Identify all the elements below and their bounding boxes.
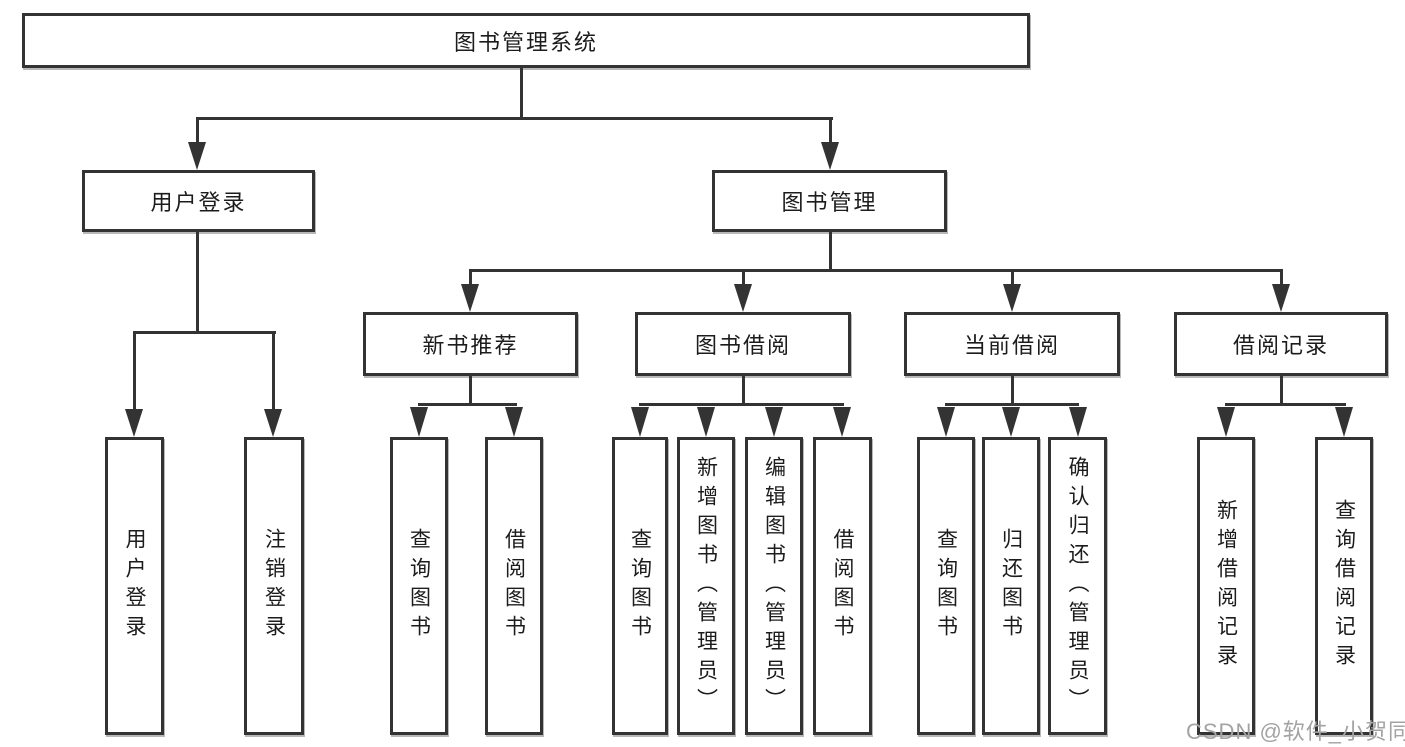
connector-bookmgmt-rail — [469, 269, 1283, 272]
node-leaf-query-books-recommend: 查询图书 — [390, 437, 448, 735]
arrow-down — [125, 409, 143, 437]
node-label: 借阅图书 — [831, 528, 855, 644]
arrow-down — [1217, 407, 1235, 437]
connector-bookmgmt-stem — [829, 231, 832, 272]
node-borrowing-records: 借阅记录 — [1174, 312, 1388, 376]
arrow-down — [264, 409, 282, 437]
arrow-down — [410, 407, 428, 437]
connector-newbook-rail — [418, 403, 517, 406]
connector-drop-borrow-records — [1280, 269, 1283, 287]
node-leaf-add-books-admin: 新增图书（管理员） — [677, 437, 735, 735]
node-label: 查询图书 — [407, 528, 431, 644]
node-label: 查询图书 — [628, 528, 652, 644]
node-leaf-user-login: 用户登录 — [105, 437, 164, 735]
node-label: 确认归还（管理员） — [1066, 455, 1090, 717]
node-book-management: 图书管理 — [712, 170, 947, 232]
arrow-down — [1002, 407, 1020, 437]
node-label: 用户登录 — [123, 528, 147, 644]
arrow-down — [188, 142, 206, 170]
node-label: 新增借阅记录 — [1214, 499, 1238, 673]
connector-drop-book-mgmt — [829, 117, 832, 147]
connector-drop-book-borrow — [742, 269, 745, 287]
node-leaf-return-books: 归还图书 — [982, 437, 1040, 735]
node-label: 图书借阅 — [694, 333, 791, 358]
arrow-down — [1069, 407, 1087, 437]
arrow-down — [833, 407, 851, 437]
connector-userlogin-rail — [133, 331, 276, 334]
node-leaf-borrow-books-recommend: 借阅图书 — [485, 437, 543, 735]
connector-newbook-stem — [469, 376, 472, 406]
node-label: 新增图书（管理员） — [694, 455, 718, 717]
node-label: 新书推荐 — [422, 333, 519, 358]
arrow-down — [821, 142, 839, 170]
connector-userlogin-stem — [196, 231, 199, 334]
arrow-down — [461, 284, 479, 312]
arrow-down — [631, 407, 649, 437]
arrow-down — [937, 407, 955, 437]
connector-drop-user-login — [196, 117, 199, 147]
node-leaf-query-books-current: 查询图书 — [917, 437, 975, 735]
arrow-down — [505, 407, 523, 437]
node-leaf-query-borrow-record: 查询借阅记录 — [1315, 437, 1373, 735]
node-user-login: 用户登录 — [82, 170, 315, 232]
node-library-management-system: 图书管理系统 — [22, 13, 1030, 68]
connector-drop-new-book — [469, 269, 472, 287]
connector-drop-current-borrow — [1011, 269, 1014, 287]
connector-currentborrow-rail — [945, 403, 1079, 406]
node-label: 归还图书 — [999, 528, 1023, 644]
arrow-down — [734, 284, 752, 312]
connector-drop-leaf-logout — [272, 331, 275, 413]
arrow-down — [697, 407, 715, 437]
connector-bookborrow-stem — [742, 376, 745, 406]
arrow-down — [765, 407, 783, 437]
node-book-borrowing: 图书借阅 — [635, 312, 851, 376]
node-leaf-logout: 注销登录 — [244, 437, 304, 735]
connector-bookborrow-rail — [639, 403, 844, 406]
node-leaf-edit-books-admin: 编辑图书（管理员） — [745, 437, 803, 735]
node-new-book-recommend: 新书推荐 — [363, 312, 578, 376]
node-label: 注销登录 — [262, 528, 286, 644]
node-current-borrowing: 当前借阅 — [904, 312, 1120, 376]
node-label: 用户登录 — [150, 190, 247, 215]
node-label: 借阅记录 — [1232, 333, 1329, 358]
node-label: 借阅图书 — [502, 528, 526, 644]
connector-currentborrow-stem — [1011, 376, 1014, 406]
arrow-down — [1335, 407, 1353, 437]
node-label: 当前借阅 — [963, 333, 1060, 358]
node-leaf-confirm-return-admin: 确认归还（管理员） — [1048, 437, 1107, 735]
arrow-down — [1003, 284, 1021, 312]
connector-records-stem — [1280, 376, 1283, 406]
node-label: 图书管理 — [781, 190, 878, 215]
node-label: 查询借阅记录 — [1332, 499, 1356, 673]
node-label: 编辑图书（管理员） — [762, 455, 786, 717]
connector-records-rail — [1225, 403, 1346, 406]
connector-drop-leaf-user-login — [133, 331, 136, 413]
node-leaf-query-books-borrowing: 查询图书 — [612, 437, 668, 735]
csdn-watermark: CSDN @软件_小贺同学 — [1186, 719, 1405, 744]
connector-root-stem — [520, 68, 523, 120]
connector-root-rail — [196, 117, 833, 120]
node-label: 查询图书 — [934, 528, 958, 644]
node-leaf-borrow-books-borrowing: 借阅图书 — [813, 437, 872, 735]
node-label: 图书管理系统 — [453, 29, 598, 55]
node-leaf-add-borrow-record: 新增借阅记录 — [1197, 437, 1255, 735]
arrow-down — [1272, 284, 1290, 312]
